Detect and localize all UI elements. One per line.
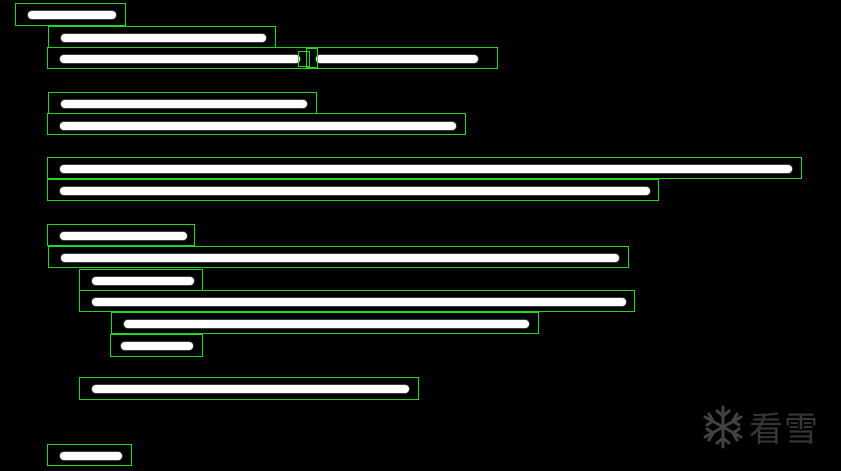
text-region-box [47, 113, 466, 135]
text-region-box [298, 51, 310, 67]
text-region-box [47, 224, 195, 246]
text-region-box [79, 290, 635, 312]
text-stroke [28, 11, 116, 19]
text-stroke [60, 165, 792, 173]
text-stroke [61, 34, 266, 42]
snowflake-icon [703, 405, 743, 448]
text-region-box [47, 444, 132, 466]
text-stroke [60, 452, 122, 460]
text-stroke [61, 100, 307, 108]
text-stroke [92, 277, 194, 285]
text-stroke [92, 385, 409, 393]
watermark-text: 看雪 [749, 410, 819, 450]
text-stroke [61, 254, 619, 262]
watermark: 看雪 [701, 402, 819, 451]
text-stroke [60, 55, 300, 63]
text-region-box [48, 246, 629, 268]
text-stroke [124, 320, 529, 328]
text-region-box [15, 3, 126, 26]
text-stroke [60, 122, 456, 130]
text-region-box [48, 92, 317, 114]
text-stroke [60, 232, 187, 240]
text-region-box [110, 334, 203, 357]
text-region-box [306, 48, 318, 68]
text-region-box [47, 47, 498, 69]
text-region-box [79, 377, 419, 400]
text-region-box [48, 26, 276, 48]
text-region-box [47, 179, 659, 201]
text-stroke [316, 55, 478, 63]
text-stroke [121, 342, 193, 350]
text-region-box [111, 312, 539, 334]
text-region-box [79, 269, 203, 291]
text-stroke [60, 187, 650, 195]
text-stroke [92, 298, 626, 306]
text-region-box [47, 157, 802, 179]
